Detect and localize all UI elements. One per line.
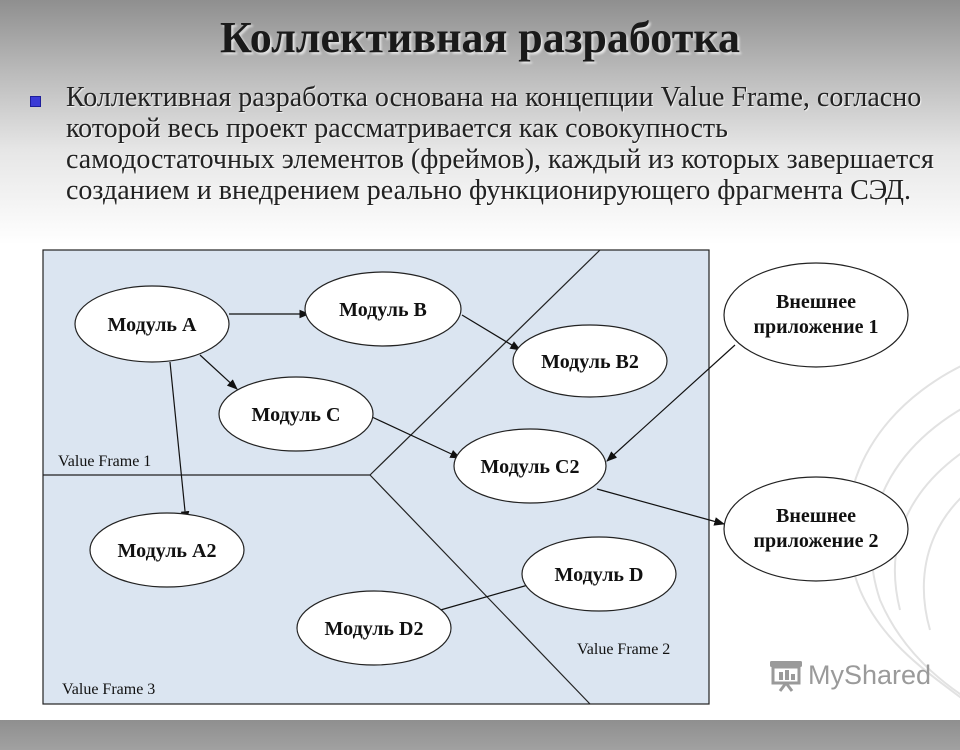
arrow-c2-to-ext2 bbox=[596, 488, 726, 526]
node-external-app-2-ellipse bbox=[723, 476, 909, 582]
node-module-d-ellipse bbox=[521, 536, 677, 612]
bullet-square-icon bbox=[30, 96, 41, 107]
node-module-c2-label: Модуль C2 bbox=[481, 456, 580, 478]
node-module-a: Модуль A bbox=[74, 285, 230, 363]
frame-divider-upper-diagonal bbox=[369, 249, 601, 476]
node-external-app-1: Внешнее приложение 1 bbox=[723, 262, 909, 368]
arrow-c-to-c2 bbox=[371, 416, 461, 459]
node-module-b2-label: Модуль B2 bbox=[541, 351, 639, 373]
arrow-d-to-d2 bbox=[428, 584, 529, 615]
node-module-c2-ellipse bbox=[453, 428, 607, 504]
watermark-text: MyShared bbox=[808, 659, 932, 690]
node-module-d: Модуль D bbox=[521, 536, 677, 612]
node-module-a-label: Модуль A bbox=[108, 314, 197, 336]
arrow-a-to-a2 bbox=[169, 361, 190, 523]
node-external-app-2-line2: приложение 2 bbox=[754, 530, 879, 552]
node-module-a-ellipse bbox=[74, 285, 230, 363]
node-module-d2-label: Модуль D2 bbox=[325, 618, 424, 640]
slide-title: Коллективная разработка bbox=[219, 13, 741, 62]
node-module-a2-ellipse bbox=[89, 512, 245, 588]
frame-label-2: Value Frame 2 bbox=[577, 641, 670, 658]
node-module-c2: Модуль C2 bbox=[453, 428, 607, 504]
node-external-app-1-line2: приложение 1 bbox=[754, 316, 879, 338]
node-module-c-ellipse bbox=[218, 376, 374, 452]
node-external-app-2-line1: Внешнее bbox=[776, 505, 856, 527]
arrow-a-to-c bbox=[199, 354, 238, 390]
node-module-b-label: Модуль B bbox=[339, 299, 427, 321]
node-module-c: Модуль C bbox=[218, 376, 374, 452]
node-module-d2-ellipse bbox=[296, 590, 452, 666]
node-module-a2: Модуль A2 bbox=[89, 512, 245, 588]
arrow-ext1-to-c2 bbox=[606, 344, 736, 462]
node-module-c-label: Модуль C bbox=[252, 404, 341, 426]
node-module-b2: Модуль B2 bbox=[512, 324, 668, 398]
node-external-app-1-line1: Внешнее bbox=[776, 291, 856, 313]
frame-divider-lower-diagonal bbox=[369, 474, 591, 705]
frame-label-1: Value Frame 1 bbox=[58, 453, 151, 470]
node-external-app-2: Внешнее приложение 2 bbox=[723, 476, 909, 582]
node-module-b: Модуль B bbox=[304, 271, 462, 347]
node-external-app-1-ellipse bbox=[723, 262, 909, 368]
myshared-watermark: MyShared bbox=[768, 655, 931, 695]
bullet-text: Коллективная разработка основана на конц… bbox=[66, 82, 934, 206]
node-module-d2: Модуль D2 bbox=[296, 590, 452, 666]
node-module-a2-label: Модуль A2 bbox=[118, 540, 217, 562]
node-module-d-label: Модуль D bbox=[555, 564, 644, 586]
frame-label-3: Value Frame 3 bbox=[62, 681, 155, 698]
arrow-b-to-b2 bbox=[461, 314, 521, 351]
presentation-board-icon bbox=[770, 661, 802, 692]
value-frame-diagram: Value Frame 1 Value Frame 2 Value Frame … bbox=[42, 249, 909, 705]
node-module-b2-ellipse bbox=[512, 324, 668, 398]
node-module-b-ellipse bbox=[304, 271, 462, 347]
